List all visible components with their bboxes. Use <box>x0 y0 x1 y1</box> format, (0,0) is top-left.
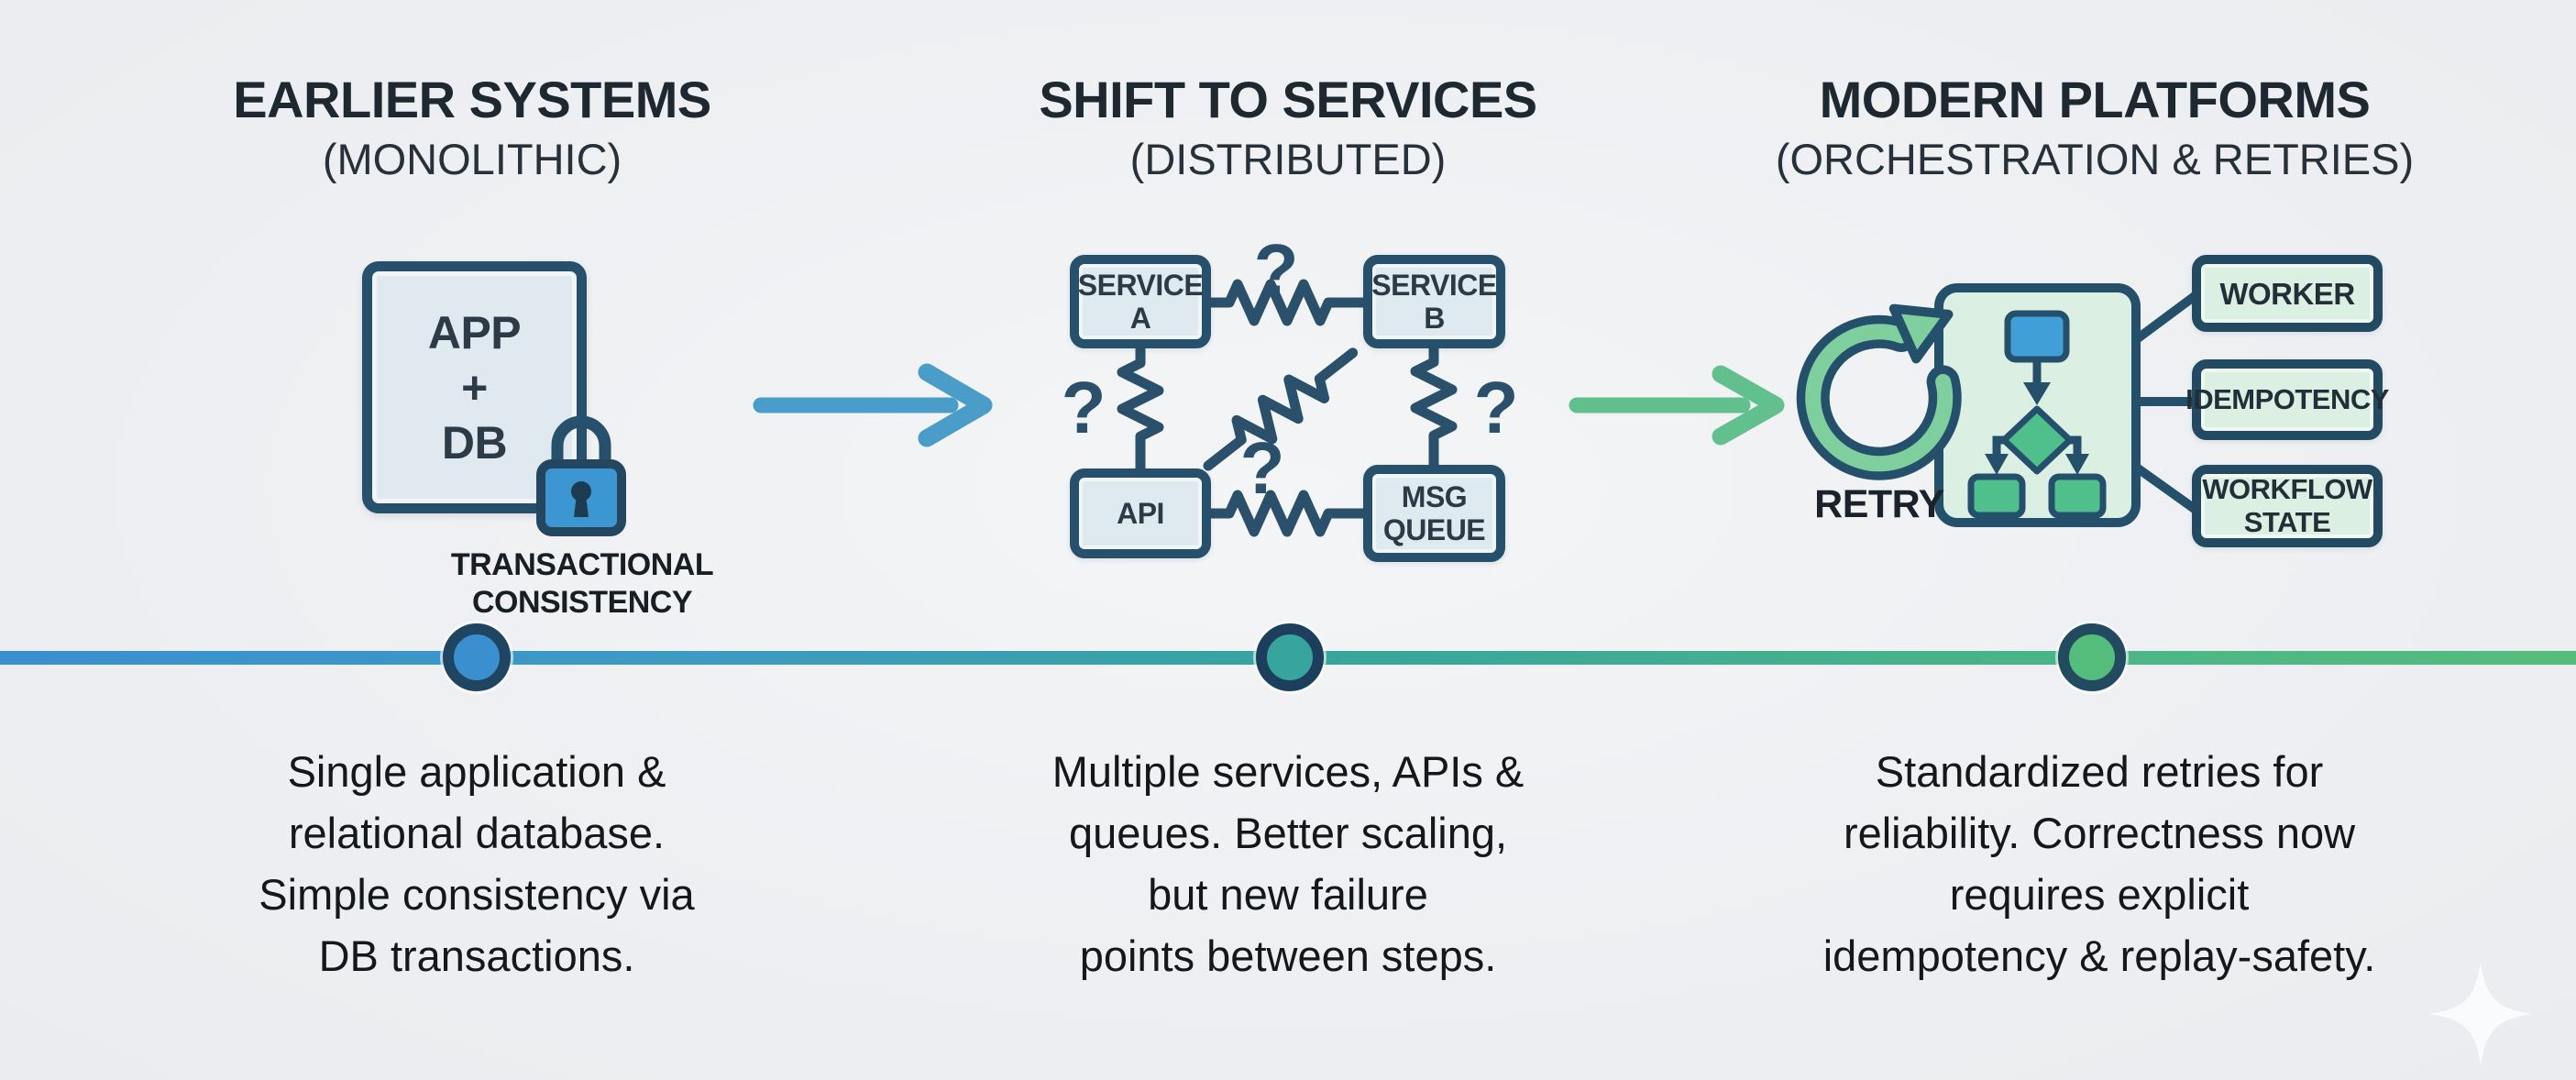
flow-task-node-left <box>1967 473 2026 519</box>
msg-queue-box: MSG QUEUE <box>1363 465 1505 562</box>
service-a-box: SERVICE A <box>1070 255 1211 348</box>
app-db-box: APP + DB <box>362 261 587 513</box>
column-title-modern-platforms: MODERN PLATFORMS <box>1819 71 2371 128</box>
column-title-earlier-systems: EARLIER SYSTEMS <box>233 71 711 128</box>
flow-arrowhead-right <box>2065 454 2089 475</box>
squiggle-b-msgqueue <box>1410 343 1458 470</box>
connector-workflow-state <box>2130 461 2203 516</box>
idempotency-box: IDEMPOTENCY <box>2185 359 2389 440</box>
workflow-state-box: WORKFLOW STATE <box>2192 465 2383 547</box>
column-title-shift-to-services: SHIFT TO SERVICES <box>1039 71 1537 128</box>
flow-branch-right <box>2070 435 2082 455</box>
flow-start-node <box>2004 310 2070 363</box>
description-modern-platforms: Standardized retries for reliability. Co… <box>1822 747 2376 980</box>
flow-task-node-right <box>2048 473 2107 519</box>
flow-arrowhead <box>2023 382 2051 405</box>
timeline-dot-earlier-systems <box>443 623 511 691</box>
squiggle-api-b-diagonal <box>1203 347 1359 471</box>
orchestration-figure <box>1796 283 2203 527</box>
sparkle-icon <box>2429 963 2532 1065</box>
uncertainty-mark-right: ? <box>1474 367 1519 448</box>
uncertainty-mark-left: ? <box>1062 367 1106 448</box>
retry-label: RETRY <box>1814 482 1944 526</box>
timeline-dot-shift-to-services <box>1256 623 1324 691</box>
worker-box: WORKER <box>2192 255 2383 332</box>
uncertainty-mark-bottom: ? <box>1240 427 1285 509</box>
api-box: API <box>1070 468 1211 558</box>
distributed-connections: ? ? ? ? <box>1062 229 1519 537</box>
flow-branch-left <box>1992 435 2004 455</box>
service-b-box: SERVICE B <box>1363 255 1505 348</box>
squiggle-a-api <box>1117 343 1164 474</box>
arrow-right-icon <box>753 363 993 447</box>
column-subtitle-distributed: (DISTRIBUTED) <box>1129 135 1447 183</box>
description-earlier-systems: Single application & relational database… <box>259 747 695 980</box>
column-subtitle-orchestration-retries: (ORCHESTRATION & RETRIES) <box>1775 135 2415 183</box>
arrow-right-icon <box>1569 365 1785 446</box>
description-shift-to-services: Multiple services, APIs & queues. Better… <box>1051 747 1525 980</box>
lock-icon <box>536 415 626 536</box>
retry-cycle-icon <box>1796 303 1962 480</box>
squiggle-api-msgqueue <box>1205 490 1369 537</box>
connector-worker <box>2130 289 2203 346</box>
transactional-consistency-caption: TRANSACTIONAL CONSISTENCY <box>450 547 714 620</box>
uncertainty-mark-top: ? <box>1254 229 1299 311</box>
squiggle-a-b <box>1205 279 1369 326</box>
flow-decision-diamond <box>2000 405 2074 475</box>
timeline-dot-modern-platforms <box>2058 623 2126 691</box>
column-subtitle-monolithic: (MONOLITHIC) <box>322 135 622 183</box>
flow-arrowhead-left <box>1985 454 2009 475</box>
